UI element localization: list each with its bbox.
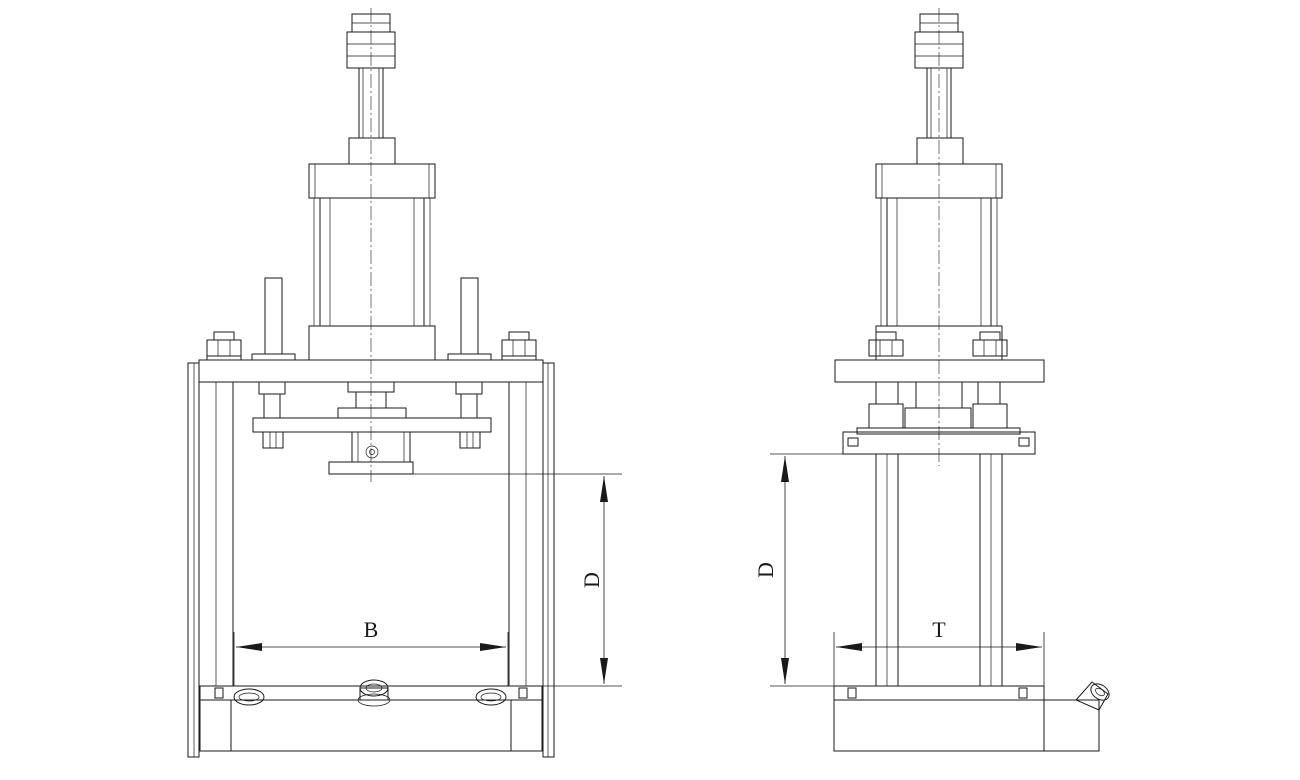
side-frame-columns [875,453,1003,687]
front-depth-label: D [579,572,604,588]
side-piston-rod [916,67,964,165]
moving-plate-nuts [262,431,481,449]
control-buttons [233,679,507,707]
side-view: D T [753,8,1110,752]
guide-pins-top [251,277,492,361]
front-width-label: B [364,617,379,642]
side-width-label: T [932,617,946,642]
side-top-plate-bolts [868,331,1008,357]
guide-bushings [258,381,483,419]
side-dimension-d: D [753,453,876,687]
front-view: D B [187,8,622,758]
top-plate-bolts [206,331,537,361]
side-guide-bushings [868,381,1008,429]
frame-columns [187,362,555,758]
front-dimension-d: D [413,473,622,687]
piston-rod [348,67,396,165]
side-button [1075,681,1110,711]
side-top-plate [834,359,1045,383]
side-dimension-t: T [833,617,1045,686]
cylinder [308,163,436,361]
front-dimension-b: B [233,617,509,686]
side-depth-label: D [753,562,778,578]
moving-crossbar [252,417,492,433]
moving-plate [337,407,407,419]
side-base [833,685,1100,752]
